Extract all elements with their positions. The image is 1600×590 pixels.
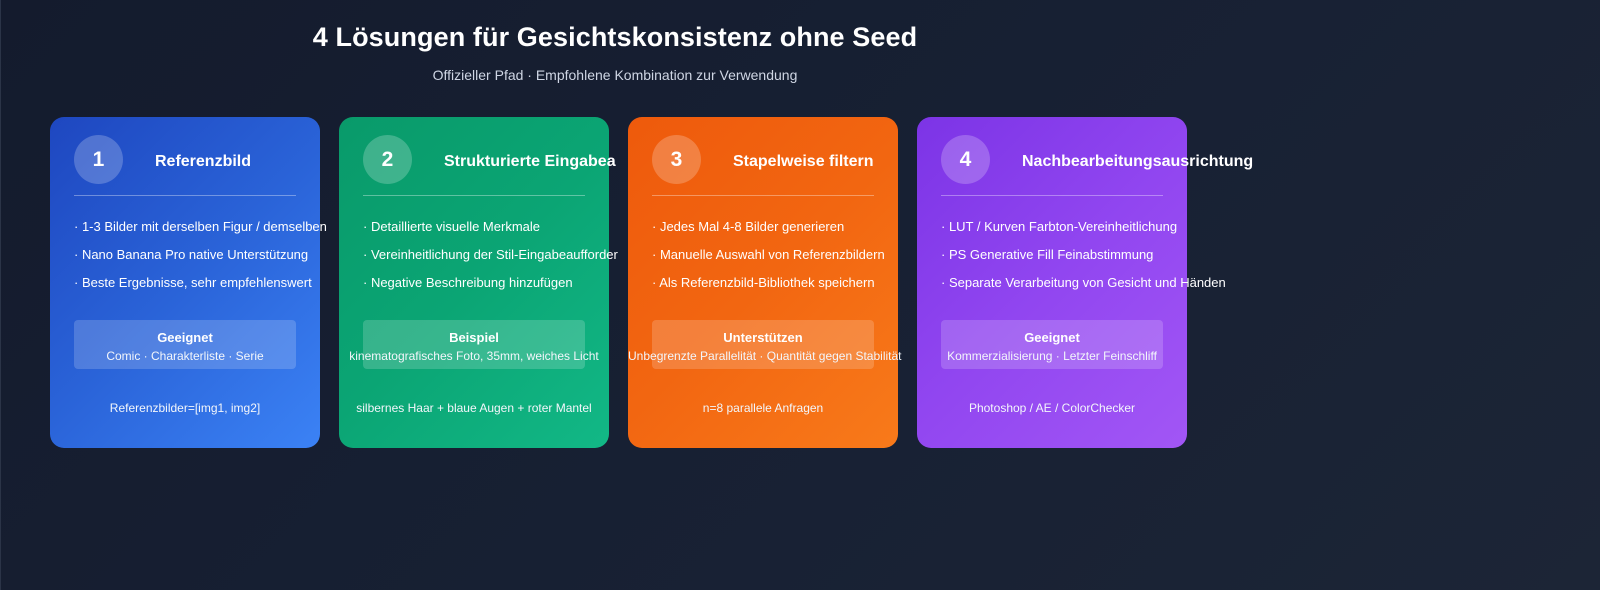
solution-card-batch-filter: 3 Stapelweise filtern · Jedes Mal 4-8 Bi… (628, 117, 902, 448)
card-title: Referenzbild (155, 153, 252, 170)
solution-card-structured-prompt: 2 Strukturierte Eingabea · Detaillierte … (339, 117, 618, 448)
info-box-title: Geeignet (1024, 330, 1080, 345)
feature-item: · Beste Ergebnisse, sehr empfehlenswert (74, 275, 312, 290)
feature-list: · LUT / Kurven Farbton-Vereinheitlichung… (941, 213, 1226, 297)
feature-item: · Nano Banana Pro native Unterstützung (74, 247, 309, 262)
solution-card-post-processing: 4 Nachbearbeitungsausrichtung · LUT / Ku… (917, 117, 1253, 448)
info-box-title: Unterstützen (723, 330, 803, 345)
step-number-badge: 3 (652, 135, 701, 184)
feature-item: · Vereinheitlichung der Stil-Eingabeauff… (363, 247, 618, 262)
feature-item: · Separate Verarbeitung von Gesicht und … (941, 275, 1226, 290)
card-title: Nachbearbeitungsausrichtung (1022, 153, 1254, 170)
info-box (941, 320, 1163, 369)
feature-list: · Jedes Mal 4-8 Bilder generieren · Manu… (652, 213, 885, 297)
card-divider (74, 195, 296, 196)
card-divider (363, 195, 585, 196)
info-box-text: Kommerzialisierung · Letzter Feinschliff (947, 349, 1157, 363)
page-subtitle: Offizieller Pfad · Empfohlene Kombinatio… (432, 67, 798, 83)
info-box-text: kinematografisches Foto, 35mm, weiches L… (349, 349, 599, 363)
feature-list: · Detaillierte visuelle Merkmale · Verei… (363, 213, 618, 297)
info-box (74, 320, 296, 369)
card-footer-example: Photoshop / AE / ColorChecker (968, 401, 1136, 415)
info-box (363, 320, 585, 369)
info-box-title: Geeignet (157, 330, 213, 345)
step-number-badge: 1 (74, 135, 123, 184)
feature-item: · Als Referenzbild-Bibliothek speichern (652, 275, 875, 290)
feature-item: · LUT / Kurven Farbton-Vereinheitlichung (941, 219, 1178, 234)
card-title: Stapelweise filtern (733, 153, 874, 170)
feature-item: · 1-3 Bilder mit derselben Figur / demse… (74, 219, 327, 234)
info-box-text: Comic · Charakterliste · Serie (106, 349, 264, 363)
feature-item: · Manuelle Auswahl von Referenzbildern (652, 247, 885, 262)
card-footer-example: n=8 parallele Anfragen (702, 401, 824, 415)
page-title: 4 Lösungen für Gesichtskonsistenz ohne S… (312, 22, 918, 52)
card-divider (941, 195, 1163, 196)
feature-item: · Negative Beschreibung hinzufügen (363, 275, 573, 290)
step-number-badge: 4 (941, 135, 990, 184)
feature-list: · 1-3 Bilder mit derselben Figur / demse… (74, 213, 327, 297)
feature-item: · Detaillierte visuelle Merkmale (363, 219, 540, 234)
card-title: Strukturierte Eingabea (444, 153, 616, 170)
page-edge (0, 0, 1, 590)
info-box-title: Beispiel (449, 330, 499, 345)
feature-item: · Jedes Mal 4-8 Bilder generieren (652, 219, 845, 234)
card-footer-example: silbernes Haar + blaue Augen + roter Man… (356, 401, 592, 415)
step-number-badge: 2 (363, 135, 412, 184)
solution-card-reference-image: 1 Referenzbild · 1-3 Bilder mit derselbe… (50, 117, 327, 448)
feature-item: · PS Generative Fill Feinabstimmung (941, 247, 1154, 262)
info-box (652, 320, 874, 369)
card-divider (652, 195, 874, 196)
card-footer-example: Referenzbilder=[img1, img2] (109, 401, 261, 415)
info-box-text: Unbegrenzte Parallelität · Quantität geg… (628, 349, 902, 363)
